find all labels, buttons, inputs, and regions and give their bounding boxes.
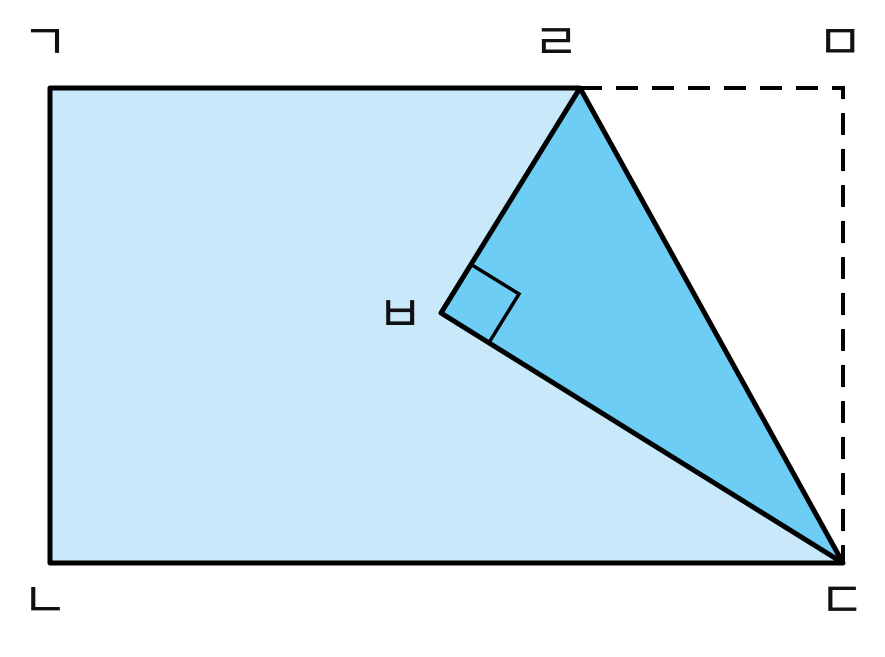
dashed-original-corner — [580, 86, 845, 563]
rectangle-outline — [47, 85, 843, 566]
vertex-label-bieup: ㅂ — [377, 286, 423, 344]
vertex-label-rieul: ㄹ — [533, 14, 579, 72]
folded-triangle — [438, 85, 846, 566]
vertex-label-mieum: ㅁ — [817, 14, 863, 72]
vertex-label-giyeok: ㄱ — [22, 14, 68, 72]
right-angle-mark — [471, 263, 522, 342]
vertex-label-nieun: ㄴ — [22, 572, 68, 630]
vertex-label-digeut: ㄷ — [819, 572, 865, 630]
